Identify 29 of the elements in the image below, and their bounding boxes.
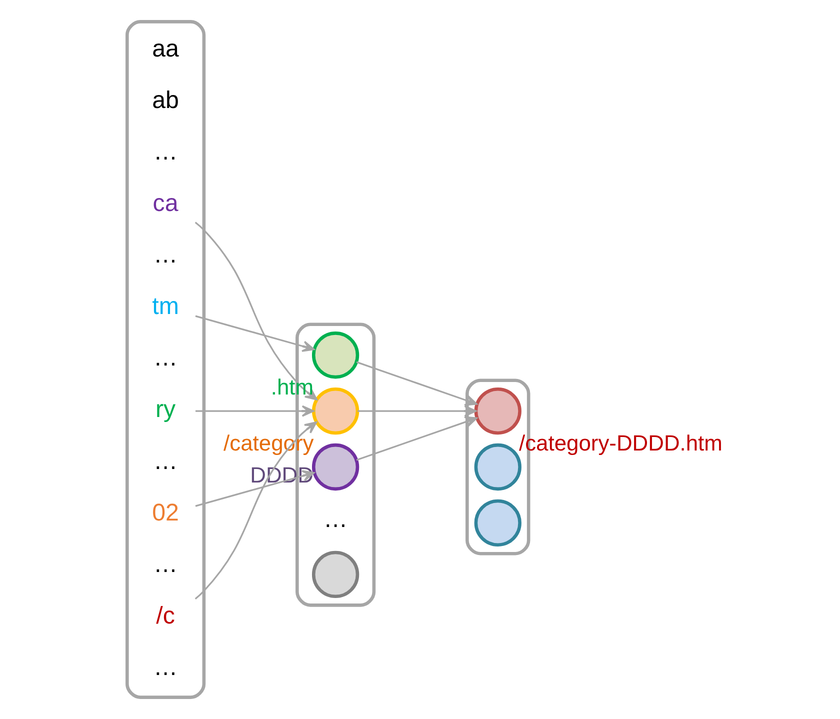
node-circle	[474, 387, 522, 435]
node-circle	[474, 499, 522, 546]
node-text: aa	[152, 35, 179, 62]
node-label: /category	[224, 430, 314, 456]
cluster	[126, 20, 206, 699]
node-text: …	[153, 654, 178, 681]
arrow	[356, 361, 478, 406]
arrow	[358, 405, 477, 417]
node-text: …	[153, 344, 178, 372]
arrow	[194, 422, 318, 600]
node-text: ab	[152, 86, 179, 114]
node-text: 02	[152, 499, 179, 526]
node-text: /c	[156, 602, 175, 630]
node-text: …	[323, 506, 348, 533]
node-circle	[312, 443, 360, 491]
arrow	[356, 416, 478, 461]
node-text: ca	[152, 190, 178, 217]
node-label: .htm	[270, 374, 314, 400]
node-text: …	[153, 550, 178, 578]
node-text: …	[153, 138, 178, 166]
node-text: …	[153, 448, 178, 475]
node-text: …	[153, 242, 178, 269]
node-text: tm	[152, 293, 179, 320]
node-text: ry	[156, 396, 176, 424]
arrow	[196, 405, 314, 417]
node-label: /category-DDDD.htm	[518, 430, 722, 456]
node-circle	[312, 332, 360, 379]
node-circle	[312, 550, 360, 598]
node-circle	[312, 387, 360, 435]
